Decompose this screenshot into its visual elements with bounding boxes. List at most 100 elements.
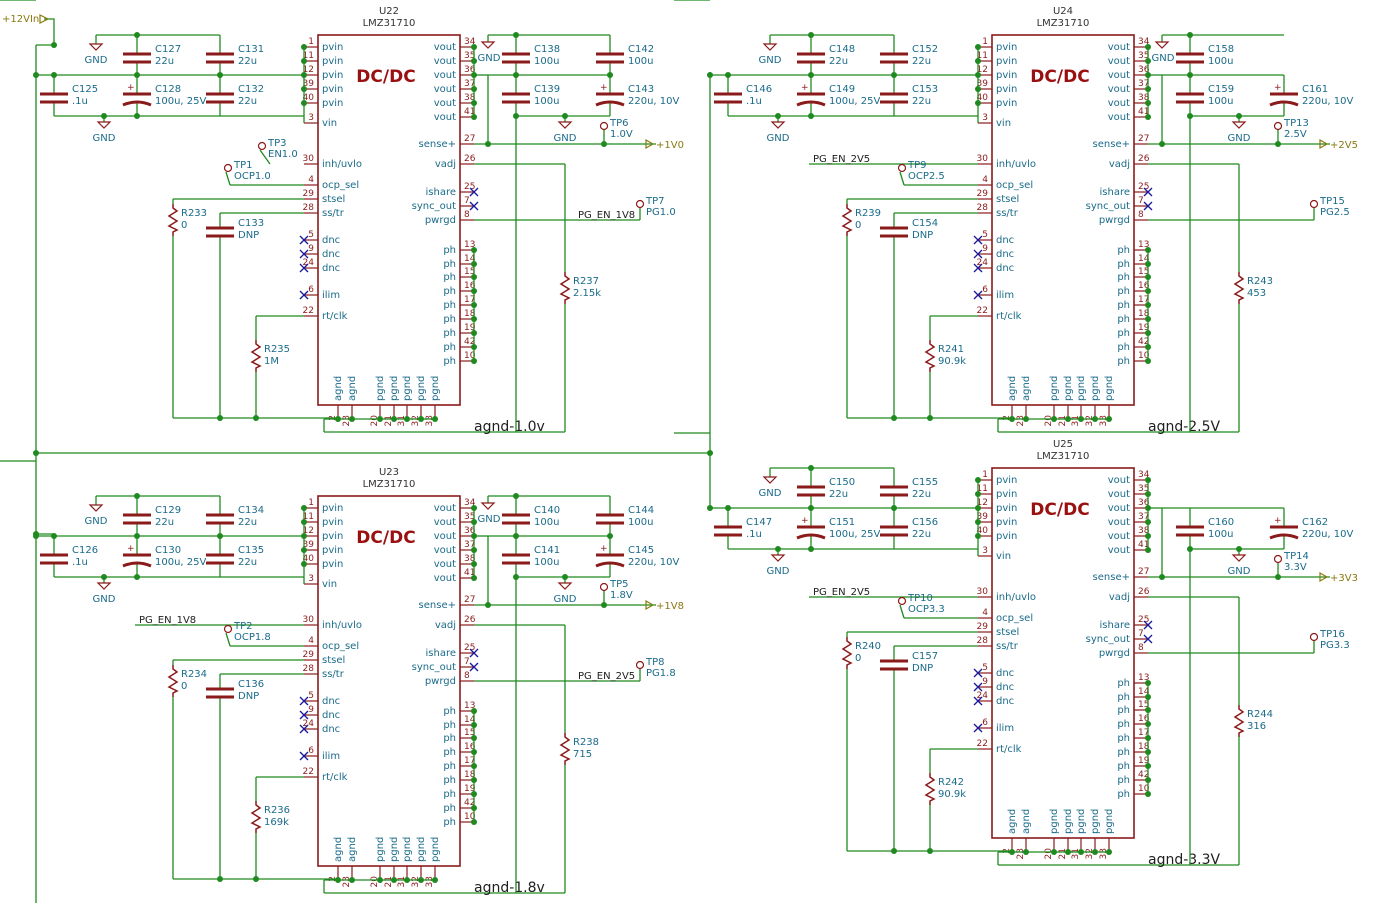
test-point-value: EN1.0 [268, 149, 298, 160]
ground-icon: GND [93, 116, 116, 144]
pin-name: ph [1117, 286, 1130, 297]
pin-name: ph [443, 272, 456, 283]
capacitor-ref: C142 [628, 44, 654, 55]
pin-name: ph [1117, 314, 1130, 325]
pin-number: 17 [464, 295, 475, 305]
chip-ref: U24 [1053, 6, 1073, 17]
capacitor-value: 22u [912, 529, 931, 540]
capacitor-ref: C138 [534, 44, 560, 55]
resistor-ref: R237 [573, 276, 599, 287]
junction-dot [1145, 261, 1151, 267]
pin-name: ph [443, 761, 456, 772]
pin-name: vout [1108, 517, 1130, 528]
pin-name: sync_out [1086, 201, 1130, 212]
pin-number: 21 [384, 876, 394, 887]
junction-dot [471, 114, 477, 120]
pin-name: vin [322, 118, 337, 129]
junction-dot [217, 876, 223, 882]
pin-name: vout [1108, 70, 1130, 81]
pin-number: 36 [1138, 498, 1150, 508]
pin-number: 34 [464, 37, 476, 47]
polarity-mark: + [127, 544, 135, 554]
junction-dot [707, 505, 713, 511]
pin-number: 16 [464, 742, 476, 752]
pin-name: vadj [435, 159, 456, 170]
pin-number: 26 [1138, 154, 1150, 164]
ground-label: GND [93, 594, 116, 605]
junction-dot [377, 416, 383, 422]
pin-number: 5 [308, 230, 314, 240]
pin-name: vout [1108, 503, 1130, 514]
pin-number: 41 [1138, 540, 1149, 550]
pin-name: pvin [322, 559, 343, 570]
ground-label: GND [93, 133, 116, 144]
pin-name: vout [1108, 84, 1130, 95]
ground-triangle [96, 582, 112, 590]
ground-label: GND [478, 53, 501, 64]
junction-dot [808, 465, 814, 471]
chip-ref: U22 [379, 6, 399, 17]
capacitor-ref: C128 [155, 84, 181, 95]
junction-dot [601, 602, 607, 608]
no-connect-icon [299, 290, 309, 300]
junction-dot [1092, 416, 1098, 422]
junction-dot [1065, 849, 1071, 855]
pin-name: vadj [1109, 159, 1130, 170]
rail-label: +3V3 [1330, 573, 1358, 584]
junction-dot [471, 735, 477, 741]
pin-name: ph [443, 328, 456, 339]
ground-icon: GND [759, 38, 782, 66]
junction-dot [253, 415, 259, 421]
pin-name: sync_out [412, 662, 456, 673]
pin-number: 28 [977, 203, 989, 213]
test-point-icon [223, 163, 233, 173]
ground-icon: GND [85, 499, 108, 527]
capacitor-value: 100u [534, 96, 559, 107]
capacitor-value: 100u, 25V [829, 529, 881, 540]
junction-dot [1145, 247, 1151, 253]
pin-number: 25 [1138, 182, 1149, 192]
pin-name: vout [1108, 531, 1130, 542]
junction-dot [1009, 849, 1015, 855]
junction-dot [1275, 574, 1281, 580]
pin-number: 6 [308, 285, 314, 295]
pin-name: pvin [996, 42, 1017, 53]
pin-number: 30 [977, 587, 989, 597]
pin-name: vout [1108, 475, 1130, 486]
pin-name: pgnd [416, 837, 427, 862]
pin-name: vadj [435, 620, 456, 631]
pin-number: 14 [1138, 254, 1150, 264]
pin-number: 29 [303, 189, 315, 199]
junction-dot [1092, 849, 1098, 855]
pin-number: 5 [982, 663, 988, 673]
no-connect-stroke [1143, 620, 1153, 630]
junction-dot [33, 72, 39, 78]
pin-number: 6 [982, 285, 988, 295]
pin-number: 3 [982, 546, 988, 556]
test-point-value: OCP3.3 [908, 604, 945, 615]
pin-number: 11 [977, 51, 988, 61]
capacitor-ref: C125 [72, 84, 98, 95]
pin-number: 26 [1138, 587, 1150, 597]
pin-number: 18 [464, 770, 476, 780]
test-point-ref: TP13 [1283, 118, 1309, 129]
pin-name: vout [1108, 545, 1130, 556]
no-connect-icon [299, 724, 309, 734]
capacitor-value: 220u, 10V [1302, 96, 1354, 107]
pin-name: ph [1117, 245, 1130, 256]
pin-number: 4 [982, 175, 988, 185]
no-connect-stroke [299, 710, 309, 720]
pin-number: 22 [303, 306, 314, 316]
pin-number: 11 [303, 51, 314, 61]
test-point-value: PG3.3 [1320, 640, 1350, 651]
pin-number: 12 [303, 526, 314, 536]
junction-dot [377, 877, 383, 883]
power-flag-icon [645, 138, 655, 150]
